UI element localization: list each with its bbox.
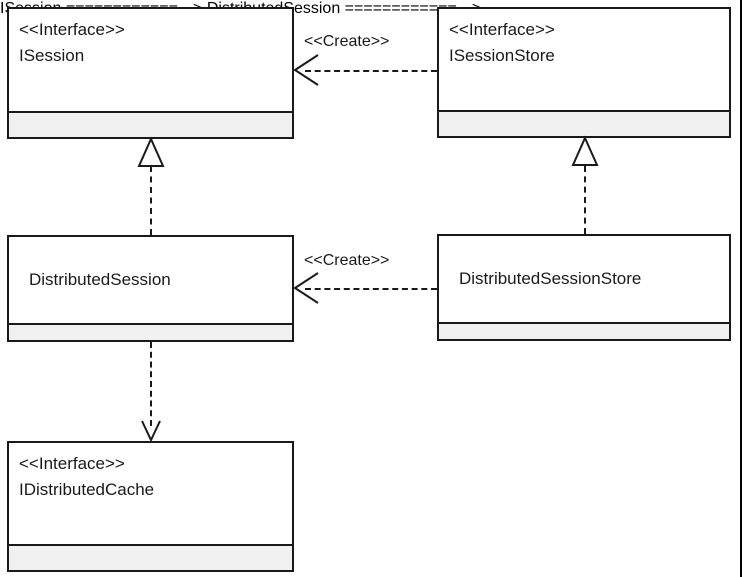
- open-arrowhead-create-top: [293, 54, 319, 86]
- hollow-triangle-icon-sessionstore: [571, 135, 599, 166]
- open-arrowhead-create-middle: [293, 272, 319, 304]
- open-arrowhead-cache: [141, 420, 161, 443]
- class-name-distributedsession: DistributedSession: [29, 270, 171, 289]
- hollow-triangle-icon-session: [137, 136, 165, 167]
- class-header-distributedsessionstore: DistributedSessionStore: [439, 236, 729, 322]
- class-stereotype-isession: <<Interface>>: [19, 20, 125, 39]
- realization-line-session: [150, 166, 152, 235]
- dependency-line-create-top: [305, 70, 437, 72]
- class-members-compartment-idistributedcache: [9, 544, 292, 570]
- class-members-compartment-distributedsessionstore: [439, 322, 729, 339]
- class-name-isessionstore: ISessionStore: [449, 46, 555, 65]
- class-name-isession: ISession: [19, 46, 85, 65]
- class-stereotype-isessionstore: <<Interface>>: [449, 20, 555, 39]
- class-members-compartment-isessionstore: [439, 110, 729, 136]
- class-box-idistributedcache[interactable]: <<Interface>> IDistributedCache: [7, 441, 294, 572]
- class-box-isessionstore[interactable]: <<Interface>> ISessionStore: [437, 7, 731, 138]
- dependency-line-cache: [150, 342, 152, 426]
- class-header-isession: <<Interface>> ISession: [9, 9, 292, 111]
- class-header-distributedsession: DistributedSession: [9, 237, 292, 323]
- realization-line-sessionstore: [584, 166, 586, 234]
- class-name-distributedsessionstore: DistributedSessionStore: [459, 269, 642, 288]
- class-box-distributedsessionstore[interactable]: DistributedSessionStore: [437, 234, 731, 341]
- class-header-isessionstore: <<Interface>> ISessionStore: [439, 9, 729, 110]
- dependency-line-create-middle: [305, 288, 437, 290]
- page-border-right: [740, 0, 742, 577]
- class-stereotype-idistributedcache: <<Interface>>: [19, 454, 125, 473]
- class-members-compartment-isession: [9, 111, 292, 137]
- class-members-compartment-distributedsession: [9, 323, 292, 340]
- edge-label-create-middle: <<Create>>: [304, 252, 390, 269]
- class-box-distributedsession[interactable]: DistributedSession: [7, 235, 294, 342]
- class-name-idistributedcache: IDistributedCache: [19, 480, 155, 499]
- edge-label-create-top: <<Create>>: [304, 33, 390, 50]
- class-header-idistributedcache: <<Interface>> IDistributedCache: [9, 443, 292, 544]
- class-box-isession[interactable]: <<Interface>> ISession: [7, 7, 294, 139]
